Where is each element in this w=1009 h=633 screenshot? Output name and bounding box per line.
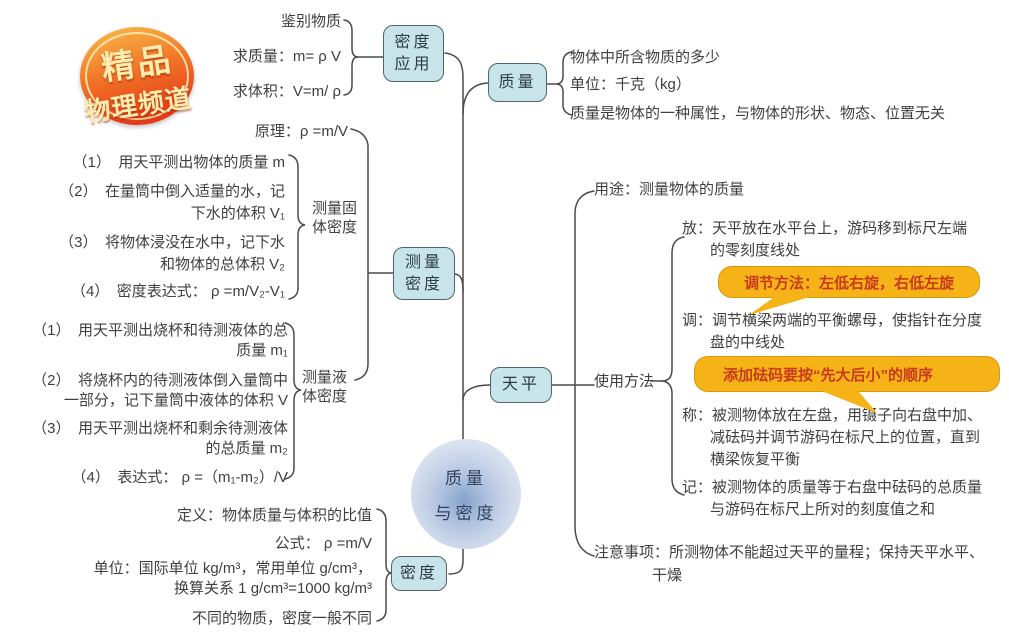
balance-notes-line: 干燥 xyxy=(652,567,683,584)
balance-weigh-line: 减砝码并调节游码在标尺上的位置，直到 xyxy=(710,429,981,446)
liquid-density-label-line1: 测量液 xyxy=(302,369,348,386)
solid-step-line: （4） 密度表达式： ρ =m/V₂-V₁ xyxy=(70,283,285,300)
callout-add-weights-text: 添加砝码要按“先大后小”的顺序 xyxy=(723,366,934,384)
spine-top-line xyxy=(444,52,464,442)
node-density-application-line1: 密度 xyxy=(394,33,433,51)
liquid-step-line: （3） 用天平测出烧杯和剩余待测液体 xyxy=(32,420,288,437)
balance-usage: 用途：测量物体的质量 xyxy=(594,181,745,198)
density-brace xyxy=(376,508,392,622)
balance-place-line: 放：天平放在水平台上，游码移到标尺左端 xyxy=(682,220,968,237)
measure-big-bracket xyxy=(350,128,369,381)
root-node-mass-and-density: 质量 与密度 xyxy=(411,439,521,549)
node-measure-density: 测量 密度 xyxy=(393,247,455,300)
solid-density-label-line2: 体密度 xyxy=(312,219,358,236)
measure-join-line xyxy=(454,273,464,293)
node-measure-density-line2: 密度 xyxy=(404,275,443,293)
application-item: 求体积：V=m/ ρ xyxy=(232,83,341,100)
channel-badge: 精品 物理频道 xyxy=(80,27,194,127)
balance-weigh-line: 横梁恢复平衡 xyxy=(710,451,801,468)
root-line1: 质量 xyxy=(445,469,487,488)
application-item: 鉴别物质 xyxy=(280,13,341,30)
balance-method-label: 使用方法 xyxy=(594,373,655,390)
callout-adjust-method: 调节方法：左低右旋，右低左旋 xyxy=(718,266,980,315)
density-item: 公式： ρ =m/V xyxy=(274,535,372,552)
node-density-label: 密度 xyxy=(399,564,438,582)
application-brace xyxy=(343,19,359,96)
balance-join-line xyxy=(462,384,491,401)
density-item: 定义：物体质量与体积的比值 xyxy=(176,507,372,524)
liquid-density-label-line2: 体密度 xyxy=(302,388,348,405)
mass-brace xyxy=(555,51,573,116)
callout-adjust-method-text: 调节方法：左低右旋，右低左旋 xyxy=(743,274,954,292)
solid-density-label-line1: 测量固 xyxy=(312,200,358,217)
balance-adjust-line: 盘的中线处 xyxy=(710,334,786,351)
density-item: 单位：国际单位 kg/m³，常用单位 g/cm³， xyxy=(93,560,372,577)
liquid-brace xyxy=(284,322,302,480)
node-mass-label: 质量 xyxy=(498,73,537,91)
solid-step-line: 和物体的总体积 V₂ xyxy=(160,256,285,273)
node-balance-label: 天平 xyxy=(501,376,540,393)
liquid-step-line: 的总质量 m₂ xyxy=(205,440,289,457)
liquid-step-line: （4） 表达式： ρ =（m₁-m₂）/V xyxy=(71,469,288,486)
node-measure-density-line1: 测量 xyxy=(404,253,443,271)
node-density-application: 密度 应用 xyxy=(383,25,444,82)
mass-item: 物体中所含物质的多少 xyxy=(570,49,721,66)
mass-item: 单位：千克（kg） xyxy=(570,76,691,93)
balance-notes-line: 注意事项：所测物体不能超过天平的量程；保持天平水平、 xyxy=(594,544,985,561)
callout-add-weights: 添加砝码要按“先大后小”的顺序 xyxy=(694,356,1000,413)
balance-record-line: 记：被测物体的质量等于右盘中砝码的总质量 xyxy=(682,479,983,496)
solid-step-line: （3） 将物体浸没在水中，记下水 xyxy=(59,234,285,251)
solid-brace xyxy=(288,154,306,300)
liquid-step-line: （1） 用天平测出烧杯和待测液体的总 xyxy=(32,322,288,339)
solid-step-line: 下水的体积 V₁ xyxy=(190,205,285,222)
node-density-application-line2: 应用 xyxy=(394,55,433,73)
node-mass: 质量 xyxy=(488,63,547,102)
balance-record-line: 与游码在标尺上所对的刻度值之和 xyxy=(710,501,936,518)
density-item: 换算关系 1 g/cm³=1000 kg/m³ xyxy=(174,580,372,597)
measure-principle: 原理：ρ =m/V xyxy=(254,123,348,140)
spine-bottom-line xyxy=(448,546,464,575)
balance-place-line: 的零刻度线处 xyxy=(710,242,801,259)
root-line2: 与密度 xyxy=(434,504,498,523)
node-balance: 天平 xyxy=(490,367,552,403)
liquid-step-line: （2） 将烧杯内的待测液体倒入量筒中 xyxy=(32,372,288,389)
mass-join-line xyxy=(462,82,489,115)
method-brace xyxy=(661,236,685,496)
liquid-step-line: 质量 m₁ xyxy=(236,342,288,359)
node-density: 密度 xyxy=(391,556,447,591)
density-item: 不同的物质，密度一般不同 xyxy=(191,610,372,627)
liquid-density-label: 测量液 体密度 xyxy=(302,368,347,406)
balance-adjust-line: 调：调节横梁两端的平衡螺母，使指针在分度 xyxy=(682,312,983,329)
solid-density-label: 测量固 体密度 xyxy=(312,199,357,237)
badge-ring xyxy=(85,32,189,120)
liquid-step-line: 一部分，记下量筒中液体的体积 V xyxy=(63,392,288,409)
balance-weigh-line: 称：被测物体放在左盘，用镊子向右盘中加、 xyxy=(682,407,983,424)
solid-step-line: （1） 用天平测出物体的质量 m xyxy=(72,154,285,171)
mass-item: 质量是物体的一种属性，与物体的形状、物态、位置无关 xyxy=(570,105,946,122)
balance-bracket xyxy=(574,190,595,557)
application-item: 求质量：m= ρ V xyxy=(232,48,341,65)
solid-step-line: （2） 在量筒中倒入适量的水，记 xyxy=(59,183,285,200)
